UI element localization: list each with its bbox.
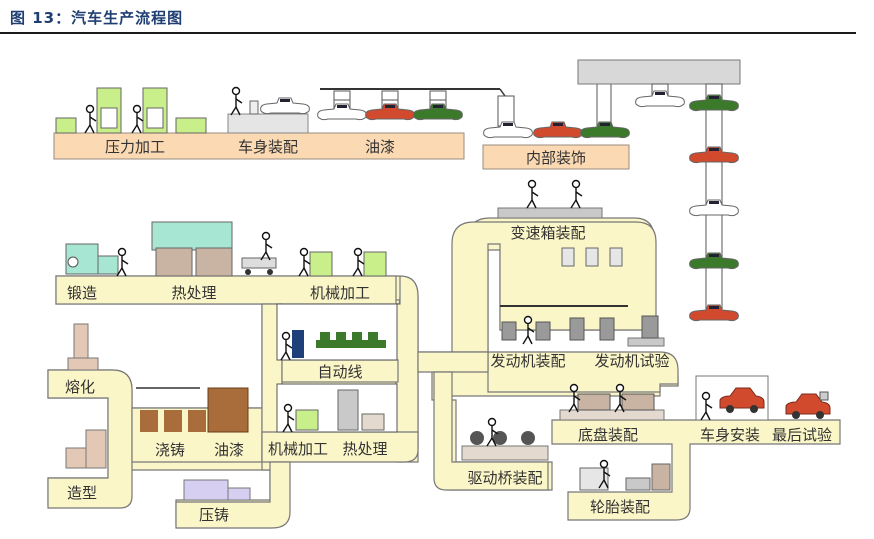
label-heat-treat-bottom: 热处理	[342, 440, 387, 458]
interior-conveyor-icon	[483, 81, 630, 139]
paint-conveyor-icon	[317, 88, 506, 121]
die-casting-equipment-icon	[183, 479, 251, 501]
label-paint-casting: 油漆	[214, 441, 244, 459]
engine-assembly-equipment-icon	[500, 305, 665, 347]
label-body-assembly: 车身装配	[238, 138, 298, 156]
auto-line-equipment-icon	[276, 303, 398, 361]
label-press: 压力加工	[105, 138, 165, 156]
label-axle: 驱动桥装配	[467, 469, 542, 487]
label-interior: 内部装饰	[526, 149, 586, 167]
label-heat-treat-top: 热处理	[171, 284, 216, 302]
label-final-test: 最后试验	[772, 426, 832, 444]
label-melting: 熔化	[65, 378, 95, 396]
label-engine-test: 发动机试验	[594, 352, 669, 370]
forging-equipment-icon	[65, 243, 129, 277]
figure-header: 图 13：汽车生产流程图	[0, 0, 874, 34]
label-body-mount: 车身安装	[700, 426, 760, 444]
label-die-casting: 压铸	[199, 506, 229, 524]
top-line-band	[53, 132, 465, 160]
title-divider	[0, 32, 856, 34]
axle-equipment-icon	[461, 417, 549, 461]
label-forging: 锻造	[67, 284, 97, 302]
label-auto-line: 自动线	[317, 363, 362, 381]
label-gearbox: 变速箱装配	[510, 224, 585, 242]
body-assembly-equipment-icon	[227, 86, 310, 134]
heat-treatment-equipment-icon	[151, 221, 233, 277]
body-mount-equipment-icon	[695, 375, 769, 421]
label-chassis: 底盘装配	[578, 426, 638, 444]
press-equipment-icon	[55, 87, 207, 134]
label-machining-bottom: 机械加工	[268, 440, 328, 458]
melting-furnace-icon	[67, 323, 99, 371]
left-column-path	[47, 275, 419, 529]
label-paint-top: 油漆	[365, 138, 395, 156]
machining-heat-treat-equipment-icon	[276, 383, 398, 433]
label-engine-assembly: 发动机装配	[490, 352, 565, 370]
casting-equipment-icon	[136, 387, 249, 433]
overhead-conveyor-icon	[577, 59, 741, 322]
label-casting: 浇铸	[155, 441, 185, 459]
chassis-equipment-icon	[559, 383, 665, 421]
gearbox-equipment-icon	[497, 179, 623, 267]
interior-band	[482, 144, 630, 170]
final-test-car-icon	[785, 391, 831, 420]
figure-title: 图 13：汽车生产流程图	[10, 9, 184, 27]
label-machining-top: 机械加工	[310, 284, 370, 302]
machining-equipment-icon	[241, 231, 387, 277]
label-tire: 轮胎装配	[590, 498, 650, 516]
molding-equipment-icon	[65, 429, 107, 469]
tire-equipment-icon	[579, 459, 671, 491]
label-molding: 造型	[67, 484, 97, 502]
